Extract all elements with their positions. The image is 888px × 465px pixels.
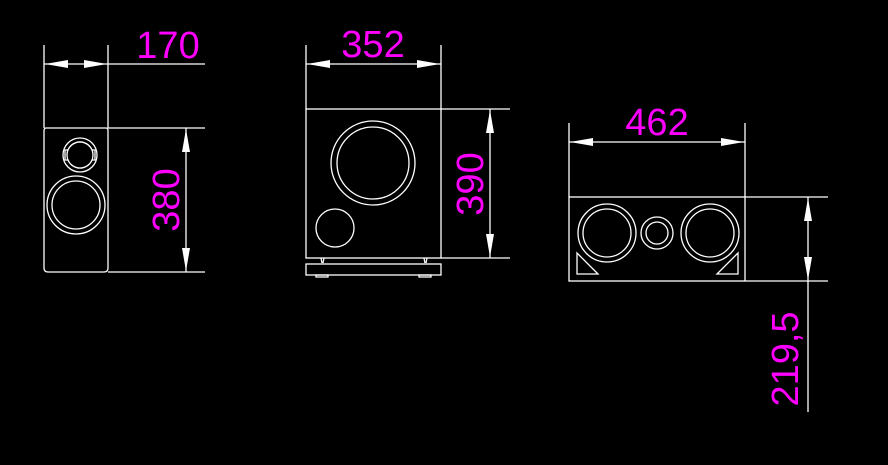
right-woofer-inner [685, 208, 735, 258]
foot [418, 274, 432, 278]
speaker-outline [43, 127, 109, 273]
width-label: 462 [625, 102, 688, 144]
tweeter-inner [645, 221, 669, 245]
subwoofer-outline [305, 108, 442, 259]
corner-port-left [576, 251, 600, 275]
height-label: 380 [146, 168, 188, 231]
center-speaker-outline [568, 196, 746, 282]
driver-outer [330, 120, 416, 206]
height-label: 390 [450, 152, 492, 215]
driver-inner [336, 126, 410, 200]
corner-port-right [715, 251, 739, 275]
tweeter-inner [64, 141, 96, 169]
woofer-outer [46, 175, 106, 235]
base-plinth [305, 263, 442, 276]
port [315, 208, 355, 248]
subwoofer-view: 352 390 [305, 24, 510, 278]
tweeter-outer [640, 216, 674, 250]
left-woofer-outer [577, 203, 637, 263]
left-woofer-inner [582, 208, 632, 258]
width-label: 352 [341, 24, 404, 66]
foot [315, 274, 329, 278]
woofer-inner [51, 180, 101, 230]
center-speaker-view: 462 219,5 [568, 102, 828, 412]
width-label: 170 [136, 25, 199, 67]
tweeter-outer [62, 137, 98, 173]
right-woofer-outer [680, 203, 740, 263]
bookshelf-speaker-view: 170 380 [43, 25, 205, 273]
height-label: 219,5 [765, 311, 807, 406]
